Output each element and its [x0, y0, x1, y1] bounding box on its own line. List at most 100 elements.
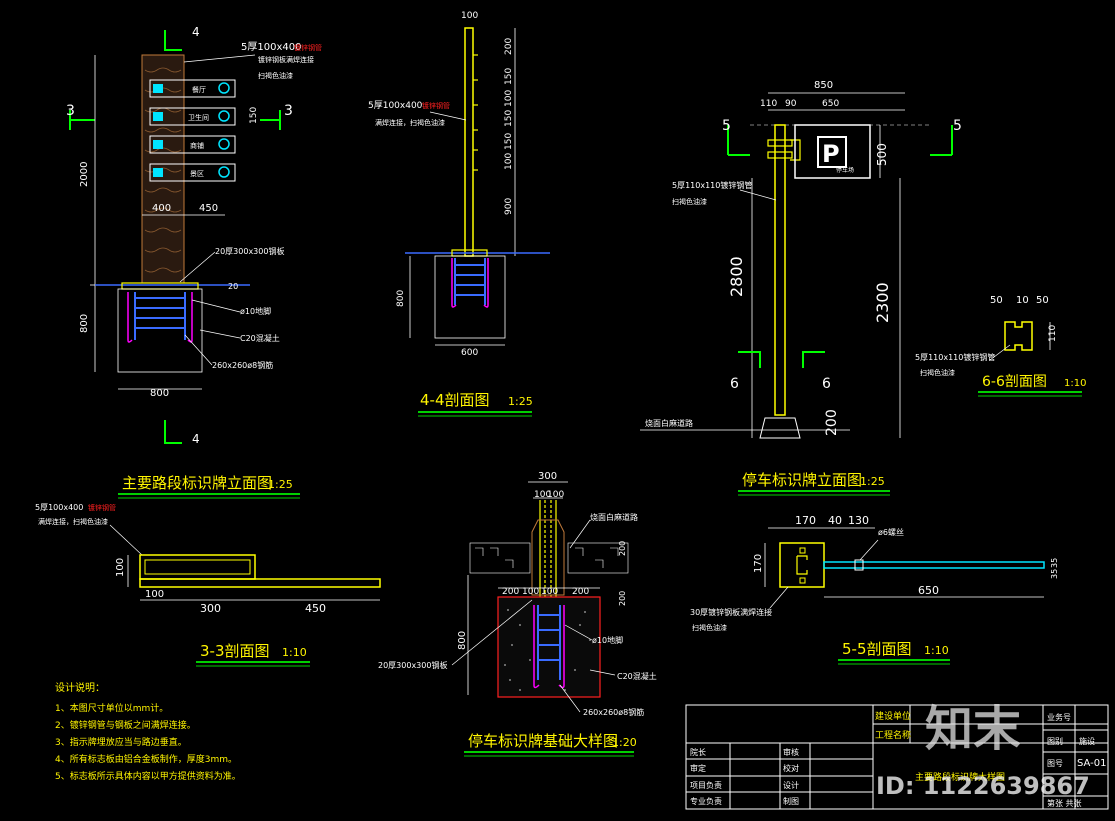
- plate-label-3: 商铺: [190, 141, 204, 150]
- main-sign-elevation: 4 餐厅 卫生间 商铺: [66, 25, 322, 499]
- dim-h800: 800: [457, 631, 468, 650]
- tb-r1b: 审核: [783, 747, 799, 757]
- section-mark-4-bottom: 4: [192, 432, 200, 446]
- watermark: 知末 ID: 1122639867: [876, 701, 1090, 800]
- dim-150b: 150: [504, 110, 514, 127]
- tb-r3b: 设计: [783, 780, 799, 790]
- dim-400: 400: [152, 203, 171, 214]
- parking-foundation-detail: 300 100 100 烧面白麻道路 200 200 800 200 100 1…: [378, 471, 657, 757]
- tb-drawing-name: 主要路段标识牌大样图: [915, 771, 1005, 783]
- dim-500: 500: [875, 143, 889, 166]
- drawing6-scale: 1:20: [612, 736, 637, 749]
- plate-label-4: 景区: [190, 170, 204, 178]
- parking-board-text: 停车场: [836, 166, 854, 174]
- dim-2300: 2300: [873, 282, 892, 323]
- dim-600: 600: [461, 348, 478, 358]
- label-rebar: 260x260ø8钢筋: [212, 360, 273, 370]
- dim-50a: 50: [990, 295, 1003, 306]
- tb-business: 业务号: [1047, 712, 1071, 722]
- drawing4-title: 6-6剖面图: [982, 374, 1047, 390]
- detail-paving-label: 烧面白麻道路: [590, 512, 638, 522]
- drawing4-scale: 1:10: [1064, 378, 1086, 389]
- label-concrete: C20混凝土: [240, 333, 280, 343]
- paving-hatch: [469, 542, 629, 574]
- dim-gap-20: 20: [228, 282, 238, 291]
- paint-note: 扫褐色油漆: [258, 71, 293, 80]
- dim-w100a: 100: [522, 587, 539, 597]
- tb-r3a: 项目负责: [690, 780, 722, 790]
- title-block: [685, 704, 1109, 810]
- detail-concrete-label: C20混凝土: [617, 671, 657, 681]
- mark-6-left: 6: [730, 376, 739, 392]
- sec44-note-b: 镀锌钢管: [422, 101, 450, 110]
- detail-anchor-label: ø10地脚: [592, 635, 623, 645]
- s66-pipe-note: 5厚110x110镀锌钢管: [915, 352, 995, 362]
- detail-rebar-label: 260x260ø8钢筋: [583, 707, 644, 717]
- drawing1-scale: 1:25: [268, 478, 293, 491]
- section-3-3: 5厚100x400 镀锌钢管 满焊连接，扫褐色油漆 100 100 300 45…: [35, 503, 381, 667]
- dim-450: 450: [199, 203, 218, 214]
- s33-plate: [139, 578, 381, 588]
- dim-b300: 300: [200, 602, 221, 615]
- dim-side-150: 150: [249, 107, 259, 124]
- parking-board: [794, 124, 871, 179]
- note-2: 2、镀锌钢管与钢板之间满焊连接。: [55, 719, 196, 731]
- dim-90: 90: [785, 99, 797, 109]
- dim-w200a: 200: [502, 587, 519, 597]
- dim-w100b: 100: [541, 587, 558, 597]
- tb-stage-label: 图别: [1047, 737, 1063, 746]
- dim-top-100: 100: [461, 11, 478, 21]
- dim-110: 110: [760, 99, 777, 109]
- title-block-text: 建设单位 工程名称 业务号 图别 施设 图号 SA-01 院长 审核 审定 校对…: [690, 710, 1107, 808]
- dim-c450: 450: [305, 602, 326, 615]
- watermark-id: ID: 1122639867: [876, 772, 1090, 800]
- tb-r1a: 院长: [690, 747, 706, 757]
- parking-letter: P: [822, 140, 840, 168]
- tb-no: SA-01: [1077, 758, 1107, 769]
- parking-paint-note: 扫褐色油漆: [672, 197, 707, 206]
- dim-170b: 170: [753, 554, 764, 573]
- s55-bolt-label: ø6螺丝: [878, 527, 904, 537]
- note-1: 1、本图尺寸单位以mm计。: [55, 702, 168, 714]
- dim-650: 650: [822, 99, 839, 109]
- tb-stage: 施设: [1079, 736, 1095, 746]
- plate-note-red: 镀锌钢管: [294, 43, 322, 52]
- plate-label-1: 餐厅: [192, 85, 206, 94]
- drawing2-scale: 1:25: [508, 395, 533, 408]
- drawing6-title: 停车标识牌基础大样图: [468, 732, 618, 750]
- sec44-note-weld: 满焊连接，扫褐色油漆: [375, 118, 445, 127]
- dim-foundation-800: 800: [79, 314, 90, 333]
- dim-100: 100: [504, 90, 514, 107]
- dim-50b: 50: [1036, 295, 1049, 306]
- detail-plate-label: 20厚300x300钢板: [378, 660, 447, 670]
- dim-170a: 170: [795, 514, 816, 527]
- mark-5-left: 5: [722, 118, 731, 134]
- dim-10: 10: [1016, 295, 1029, 306]
- mark-6-right: 6: [822, 376, 831, 392]
- plate-note: 5厚100x400: [241, 41, 301, 53]
- drawing7-title: 5-5剖面图: [842, 640, 912, 658]
- drawing5-scale: 1:10: [282, 646, 307, 659]
- tb-r2a: 审定: [690, 763, 706, 773]
- section-mark-4-top: 4: [192, 25, 200, 39]
- sec44-foundation: [434, 255, 506, 339]
- s66-paint-note: 扫褐色油漆: [920, 368, 955, 377]
- dim-150a: 150: [504, 68, 514, 85]
- tb-unit: 建设单位: [875, 710, 911, 722]
- dim-200: 200: [824, 409, 840, 436]
- parking-pole: [774, 124, 786, 416]
- section-mark-3-left: 3: [66, 103, 75, 119]
- label-anchor: ø10地脚: [240, 306, 271, 316]
- dim-150c: 150: [504, 133, 514, 150]
- drawing3-scale: 1:25: [860, 475, 885, 488]
- dim-130: 130: [848, 514, 869, 527]
- s55-plate-note: 30厚镀锌钢板满焊连接: [690, 607, 772, 617]
- pipe-profile: [1004, 321, 1033, 351]
- dim-200: 200: [504, 38, 514, 55]
- tb-no-label: 图号: [1047, 759, 1063, 768]
- dim-a100: 100: [145, 589, 164, 600]
- tb-r4b: 制图: [783, 796, 799, 806]
- design-notes: 设计说明： 1、本图尺寸单位以mm计。 2、镀锌钢管与钢板之间满焊连接。 3、指…: [55, 681, 241, 782]
- rebar-cage: [134, 292, 186, 340]
